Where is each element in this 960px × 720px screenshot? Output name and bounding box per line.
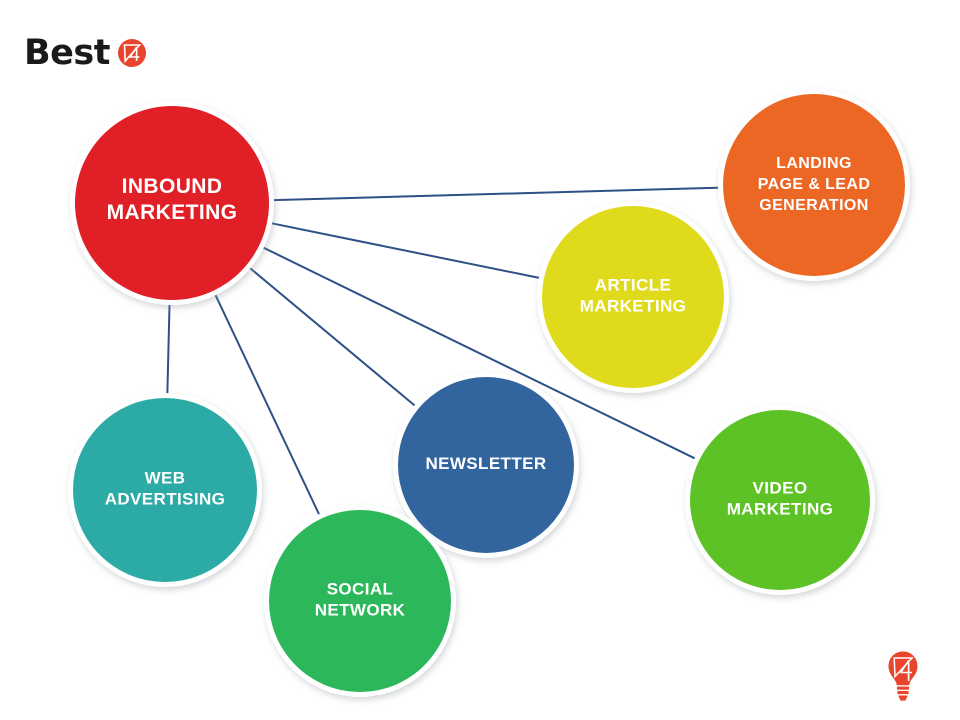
brand-wordmark: Best	[24, 32, 110, 73]
node-disc[interactable]	[398, 377, 574, 553]
node-label-article-marketing: ARTICLE MARKETING	[580, 276, 687, 316]
connector-inbound-marketing-to-video-marketing	[255, 242, 699, 461]
node-label-line: NEWSLETTER	[425, 454, 546, 473]
node-label-line: PAGE & LEAD	[758, 176, 871, 193]
best-seven-circle-icon	[117, 39, 146, 67]
node-label-landing-page-lead-generation: LANDING PAGE & LEAD GENERATION	[758, 155, 871, 214]
connector-inbound-marketing-to-landing-page-lead-generation	[264, 186, 723, 202]
node-label-social-network: SOCIAL NETWORK	[315, 580, 406, 620]
node-article-marketing[interactable]: ARTICLE MARKETING	[537, 201, 729, 393]
connector-inbound-marketing-to-newsletter	[242, 261, 419, 409]
node-label-line: ADVERTISING	[105, 490, 226, 509]
connector-inbound-marketing-to-article-marketing	[262, 220, 544, 280]
node-disc[interactable]	[75, 106, 269, 300]
node-disc[interactable]	[73, 398, 257, 582]
node-label-web-advertising: WEB ADVERTISING	[105, 469, 226, 509]
node-label-line: INBOUND	[122, 175, 223, 198]
node-label-line: SOCIAL	[327, 580, 394, 599]
node-label-line: VIDEO	[753, 479, 808, 498]
node-label-video-marketing: VIDEO MARKETING	[727, 479, 834, 519]
node-video-marketing[interactable]: VIDEO MARKETING	[685, 405, 875, 595]
node-label-line: NETWORK	[315, 601, 406, 620]
node-disc[interactable]	[542, 206, 724, 388]
node-web-advertising[interactable]: WEB ADVERTISING	[68, 393, 262, 587]
node-landing-page-lead-generation[interactable]: LANDING PAGE & LEAD GENERATION	[718, 89, 910, 281]
node-disc[interactable]	[723, 94, 905, 276]
node-newsletter[interactable]: NEWSLETTER	[393, 372, 579, 558]
connector-layer	[166, 186, 723, 519]
node-label-line: ARTICLE	[595, 276, 671, 295]
node-layer: LANDING PAGE & LEAD GENERATION ARTICLE MARKE…	[68, 89, 910, 697]
node-label-line: LANDING	[776, 155, 852, 172]
connector-inbound-marketing-to-social-network	[210, 286, 322, 519]
node-label-line: MARKETING	[580, 297, 687, 316]
node-label-line: GENERATION	[759, 197, 868, 214]
connector-inbound-marketing-to-web-advertising	[166, 295, 171, 398]
node-inbound-marketing[interactable]: INBOUND MARKETING	[70, 101, 274, 305]
node-social-network[interactable]: SOCIAL NETWORK	[264, 505, 456, 697]
node-disc[interactable]	[269, 510, 451, 692]
node-label-line: MARKETING	[727, 500, 834, 519]
lightbulb-logo-icon	[888, 651, 918, 701]
brand-logo: Best	[24, 30, 147, 76]
node-label-inbound-marketing: INBOUND MARKETING	[107, 175, 238, 224]
node-label-newsletter: NEWSLETTER	[425, 454, 546, 473]
node-disc[interactable]	[690, 410, 870, 590]
node-label-line: WEB	[145, 469, 186, 488]
node-label-line: MARKETING	[107, 201, 238, 224]
